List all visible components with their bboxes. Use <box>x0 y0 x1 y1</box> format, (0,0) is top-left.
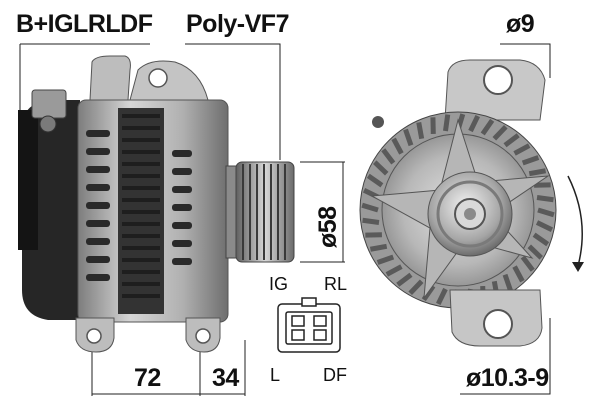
alternator-side-view <box>18 55 295 353</box>
fan-fin <box>373 160 389 176</box>
fan-fin <box>403 128 414 147</box>
connector-pin-df <box>313 329 327 341</box>
front-nut-center <box>464 208 476 220</box>
dimension-72-label: 72 <box>134 364 161 392</box>
fan-fin <box>443 114 451 132</box>
fan-fin <box>408 279 424 295</box>
fan-fin <box>512 265 525 283</box>
fan-fin <box>528 168 547 177</box>
fan-fin <box>537 207 555 218</box>
connector-latch <box>301 297 317 307</box>
fan-fin <box>536 195 554 203</box>
top-mount-ear <box>89 55 131 101</box>
pin-label-ig: IG <box>269 274 289 294</box>
pin-label-df: DF <box>323 365 347 385</box>
terminal-stud <box>39 115 57 133</box>
fan-fin <box>369 243 388 252</box>
pulley-grooves <box>242 164 286 260</box>
pulley-diameter-label: ø58 <box>314 206 342 248</box>
fan-fin <box>503 133 520 148</box>
mount-bottom-diameter-label: ø10.3-9 <box>466 364 549 392</box>
front-bottom-hole <box>483 309 513 339</box>
fan-fin <box>376 254 395 265</box>
pin-label-rl: RL <box>324 274 348 294</box>
top-mount-arm <box>129 60 209 101</box>
fan-fin <box>527 244 543 260</box>
bottom-mount-hole-left <box>86 328 102 344</box>
front-top-hole <box>483 65 513 95</box>
connector-pin-rl <box>313 315 327 327</box>
connector-plug-icon <box>277 297 341 353</box>
fan-fin <box>416 121 425 140</box>
fan-fin <box>468 114 480 133</box>
mount-top-diameter-label: ø9 <box>506 10 535 38</box>
connector-shell <box>277 303 341 353</box>
pin-label-l: L <box>270 365 281 385</box>
rear-vent-slots <box>86 130 110 281</box>
stator-fins <box>122 114 160 298</box>
dimension-lines <box>19 43 551 396</box>
pulley-label: Poly-VF7 <box>186 10 289 38</box>
connector-pin-l <box>291 329 305 341</box>
fan-fin <box>381 148 396 165</box>
connector-inner <box>285 311 333 345</box>
fan-fin <box>521 155 540 166</box>
fan-fin <box>385 264 403 277</box>
fan-fin <box>480 118 495 136</box>
pulley-leader-line <box>185 43 281 160</box>
fan-fin <box>492 125 508 141</box>
fan-fin <box>362 217 380 225</box>
fan-fin <box>520 255 535 272</box>
alternator-front-view <box>359 59 557 347</box>
terminal-block <box>31 89 67 119</box>
front-terminal-stud <box>372 116 384 128</box>
fan-fin <box>391 137 404 155</box>
fan-fin <box>361 202 379 213</box>
terminal-label: B+IGLRLDF <box>16 10 153 38</box>
mount-bottom-leader-line <box>460 318 551 395</box>
dimension-34-label: 34 <box>212 364 239 392</box>
connector-pin-ig <box>291 315 305 327</box>
clockwise-rotation-arrow-icon <box>567 175 584 272</box>
top-mount-hole <box>148 68 168 88</box>
fan-fin <box>513 143 531 156</box>
fan-fin <box>366 173 384 188</box>
fan-fin <box>535 220 554 232</box>
fan-fin <box>532 232 550 247</box>
mount-top-leader-line <box>500 43 551 78</box>
fan-fin <box>436 287 448 306</box>
front-vent-slots <box>172 150 192 265</box>
fan-fin <box>396 272 413 287</box>
fan-fin <box>421 284 436 302</box>
front-pulley-groove <box>436 180 504 248</box>
rear-cover-shade <box>18 110 38 250</box>
fan-fin <box>502 273 513 292</box>
bottom-mount-hole-right <box>195 328 211 344</box>
